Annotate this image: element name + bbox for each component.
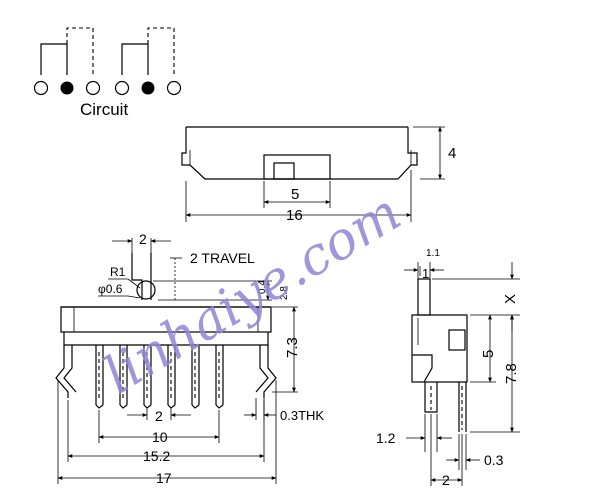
terminal-common — [60, 81, 74, 95]
dim-body-label: 5 — [480, 350, 497, 358]
dim-bottom-label: 2 — [442, 472, 450, 488]
circuit-symbol: Circuit — [33, 27, 182, 119]
hole-label: φ0.6 — [98, 282, 123, 296]
dim-x-label: X — [502, 294, 519, 304]
dim-pin-label: 0.3 — [484, 452, 504, 468]
dim-knob-label: 1.1 — [426, 248, 440, 259]
dim-body-height-label: 7.3 — [284, 337, 301, 358]
terminal-common — [141, 81, 155, 95]
dim-total-height-label: 7.8 — [503, 363, 520, 384]
circuit-label: Circuit — [80, 100, 128, 119]
dim-pin-pitch-label: 2 — [155, 408, 163, 424]
terminal-open — [114, 80, 130, 96]
radius-label: R1 — [110, 265, 126, 279]
dim-thickness-label: 0.3THK — [280, 408, 324, 423]
dim-knob-b-label: 1 — [422, 266, 429, 281]
front-view: 2 2 TRAVEL R1 φ0.6 0.4 2.8 — [55, 231, 324, 486]
top-view: 4 5 16 — [181, 126, 456, 224]
dim-slot-label: 5 — [291, 186, 299, 203]
dim-total-width-label: 17 — [156, 470, 172, 486]
dim-knob-small-label: 0.4 — [257, 280, 268, 294]
terminal-open — [166, 80, 182, 96]
dim-leg-span-label: 15.2 — [143, 448, 170, 464]
dim-knob-width-label: 2 — [139, 231, 147, 247]
terminal-open — [85, 80, 101, 96]
travel-label: 2 TRAVEL — [190, 250, 255, 266]
dim-length-label: 16 — [286, 207, 303, 224]
dim-height-label: 4 — [448, 145, 456, 162]
dim-knob-height-label: 2.8 — [279, 286, 290, 300]
dim-pin-span-label: 10 — [152, 429, 168, 445]
terminal-open — [33, 80, 49, 96]
side-view: 1.1 1 X 5 7.8 1.2 0.3 2 — [376, 248, 520, 488]
dim-leg-label: 1.2 — [376, 430, 396, 446]
